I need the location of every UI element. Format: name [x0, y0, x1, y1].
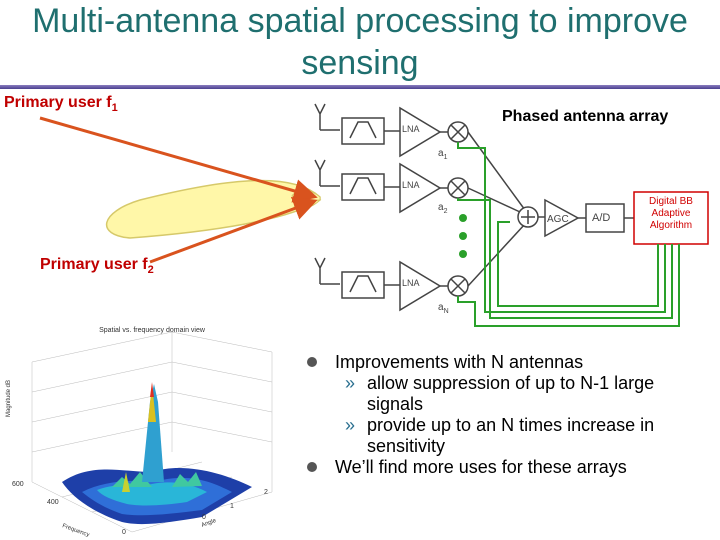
- title-divider: [0, 85, 720, 89]
- plot-tick: 1: [230, 503, 234, 510]
- plot-ylabel: Angle: [201, 518, 218, 529]
- antenna-chain-n: [314, 257, 469, 312]
- phased-array-label: Phased antenna array: [502, 108, 669, 125]
- antenna-chain-2: [314, 159, 469, 214]
- arrow-user-1: [39, 116, 318, 203]
- primary-user-2-label: Primary user f2: [40, 256, 154, 277]
- plot-zlabel: Magnitude dB: [6, 380, 12, 417]
- bullet-dot: [307, 462, 317, 472]
- control-feedback-wires: [457, 142, 680, 327]
- plot-title: Spatial vs. frequency domain view: [99, 327, 206, 334]
- dsp-block-label: Digital BB Adaptive Algorithm: [649, 196, 693, 231]
- lna-label-n: LNA: [402, 278, 420, 288]
- arrow-user-2: [149, 196, 318, 264]
- plot-xlabel: Frequency: [61, 523, 90, 538]
- lna-label-1: LNA: [402, 124, 420, 134]
- sub-bullet-marker: »: [345, 373, 356, 393]
- coef-a1: a1: [438, 148, 448, 161]
- spatial-frequency-plot: Spatial vs. frequency domain view Magnit…: [6, 327, 273, 538]
- lna-label-2: LNA: [402, 180, 420, 190]
- coef-an: aN: [438, 302, 449, 315]
- bullet-dot: [307, 357, 317, 367]
- sub-bullet-marker: »: [345, 415, 356, 435]
- sub-bullet-item: » provide up to an N times increase in s…: [345, 415, 655, 456]
- plot-tick: 2: [264, 489, 268, 496]
- coef-a2: a2: [438, 202, 448, 215]
- signal-path: [467, 131, 709, 287]
- bullet-list: Improvements with N antennas » allow sup…: [305, 352, 715, 478]
- plot-surface: [62, 382, 252, 525]
- ad-label: A/D: [592, 212, 611, 224]
- plot-tick: 0: [202, 514, 206, 521]
- antenna-chain-1: [314, 103, 469, 158]
- signal-arrows: [39, 116, 318, 264]
- slide-title: Multi-antenna spatial processing to impr…: [32, 2, 688, 82]
- ellipsis-dots: [459, 214, 467, 258]
- plot-tick: 400: [47, 499, 59, 506]
- plot-tick: 600: [12, 481, 24, 488]
- bullet-item: Improvements with N antennas: [305, 352, 715, 373]
- agc-label: AGC: [547, 214, 569, 225]
- sub-bullet-item: » allow suppression of up to N-1 large s…: [345, 373, 655, 414]
- primary-user-1-label: Primary user f1: [4, 94, 118, 115]
- bullet-item: We’ll find more uses for these arrays: [305, 457, 715, 478]
- plot-tick: 0: [122, 529, 126, 536]
